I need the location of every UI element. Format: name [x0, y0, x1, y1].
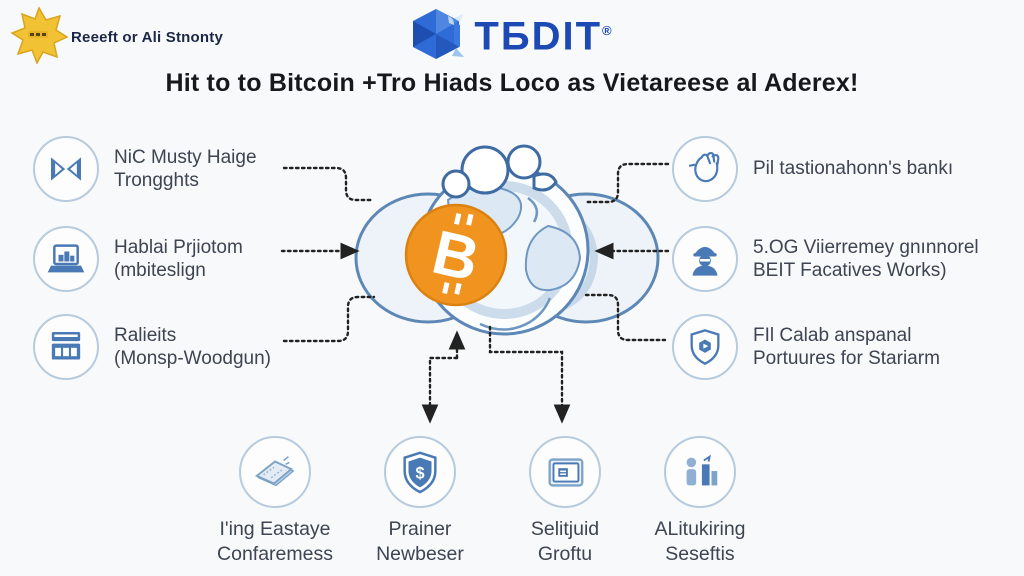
item-label: FIl Calab anspanal Portuures for Stariar…: [753, 324, 1024, 370]
item-label-line1: I'ing Eastaye: [219, 518, 331, 540]
item-label-line1: Prainer: [388, 518, 452, 540]
registered-mark: ®: [602, 23, 614, 38]
certificate-badge: Reeeft or Ali Stnonty: [10, 6, 223, 69]
item-label: Hablai Prjiotom (mbiteslign: [114, 236, 243, 282]
item-label-line1: Ralieits: [114, 324, 177, 346]
page-title: Hit to to Bitcoin +Tro Hiads Loco as Vie…: [165, 69, 859, 97]
item-label-line2: Portuures for Stariarm: [753, 348, 940, 369]
item-label-line1: ALitukiring: [654, 518, 746, 540]
hexagon-logo-icon: [410, 8, 466, 65]
item-label-line1: Selitjuid: [530, 518, 600, 540]
left-item-thoughts: NiC Musty Haige Trongghts: [33, 136, 257, 202]
brand-logo: ТБDIТ®: [0, 8, 1024, 65]
right-item-miner: 5.OG Viierremey gnınnorel BEIT Facatives…: [672, 226, 1024, 292]
worker-icon: [672, 226, 738, 292]
storefront-icon: [33, 314, 99, 380]
arrow-right-top: [583, 162, 670, 204]
svg-text:B: B: [426, 218, 485, 295]
left-item-wallets: Ralieits (Monsp-Woodgun): [33, 314, 271, 380]
item-label: Ralieits (Monsp-Woodgun): [114, 324, 271, 370]
item-label-line1: NiC Musty Haige: [114, 146, 257, 168]
screen-icon: [529, 436, 601, 508]
item-label-line1: FIl Calab anspanal: [753, 324, 912, 346]
item-label: NiC Musty Haige Trongghts: [114, 146, 257, 192]
item-label-line2: (Monsp-Woodgun): [114, 348, 272, 369]
shield-dollar-icon: $: [384, 436, 456, 508]
bowtie-icon: [33, 136, 99, 202]
shield-icon: [672, 314, 738, 380]
item-label: Pil tastionahonn's bankı: [753, 157, 1024, 180]
item-label: 5.OG Viierremey gnınnorel BEIT Facatives…: [753, 236, 1024, 282]
svg-text:$: $: [415, 465, 424, 483]
bottom-item-label: I'ing Eastaye Confaremess: [217, 517, 333, 567]
item-label-line1: Pil tastionahonn's bankı: [753, 158, 954, 180]
bitcoin-icon: B: [426, 213, 485, 295]
arrow-left-top: [282, 166, 374, 202]
arrow-down-right: [488, 325, 571, 424]
bottom-item-map: I'ing Eastaye Confaremess: [185, 436, 365, 567]
item-label-line2: Confaremess: [217, 542, 333, 565]
bottom-item-screen: Selitjuid Groftu: [475, 436, 655, 567]
item-label-line2: Trongghts: [114, 170, 199, 191]
item-label-line2: Seseftis: [665, 542, 735, 565]
star-icon: [10, 6, 69, 69]
hand-icon: [672, 136, 738, 202]
arrow-right-bottom: [584, 293, 667, 342]
right-item-security: FIl Calab anspanal Portuures for Stariar…: [672, 314, 1024, 380]
item-label-line2: BEIT Facatives Works): [753, 260, 947, 281]
bottom-item-label: Selitjuid Groftu: [531, 517, 599, 567]
globe-cloud-graphic: B: [354, 144, 660, 336]
person-chart-icon: [664, 436, 736, 508]
item-label-line2: Groftu: [537, 542, 593, 565]
badge-label: Reeeft or Ali Stnonty: [71, 29, 223, 46]
bottom-item-label: ALitukiring Seseftis: [654, 517, 745, 567]
bottom-item-shield-dollar: $ Prainer Newbeser: [330, 436, 510, 567]
item-label-line1: 5.OG Viierremey gnınnorel: [753, 236, 979, 258]
bottom-item-label: Prainer Newbeser: [376, 517, 464, 567]
item-label-line1: Hablai Prjiotom: [114, 236, 243, 258]
item-label-line2: Newbeser: [376, 542, 464, 565]
item-label-line2: (mbiteslign: [114, 260, 206, 281]
arrow-down-left: [421, 356, 459, 424]
arrow-left-bottom: [282, 295, 376, 343]
bottom-item-person-chart: ALitukiring Seseftis: [610, 436, 790, 567]
map-icon: [239, 436, 311, 508]
laptop-icon: [33, 226, 99, 292]
right-item-bank: Pil tastionahonn's bankı: [672, 136, 1024, 202]
logo-text: ТБDIТ®: [474, 14, 614, 59]
left-item-platform: Hablai Prjiotom (mbiteslign: [33, 226, 243, 292]
